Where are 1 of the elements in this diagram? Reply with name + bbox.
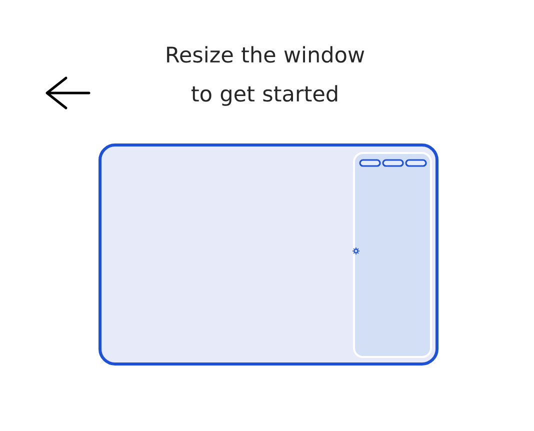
title: Resize the window to get started xyxy=(167,46,364,106)
